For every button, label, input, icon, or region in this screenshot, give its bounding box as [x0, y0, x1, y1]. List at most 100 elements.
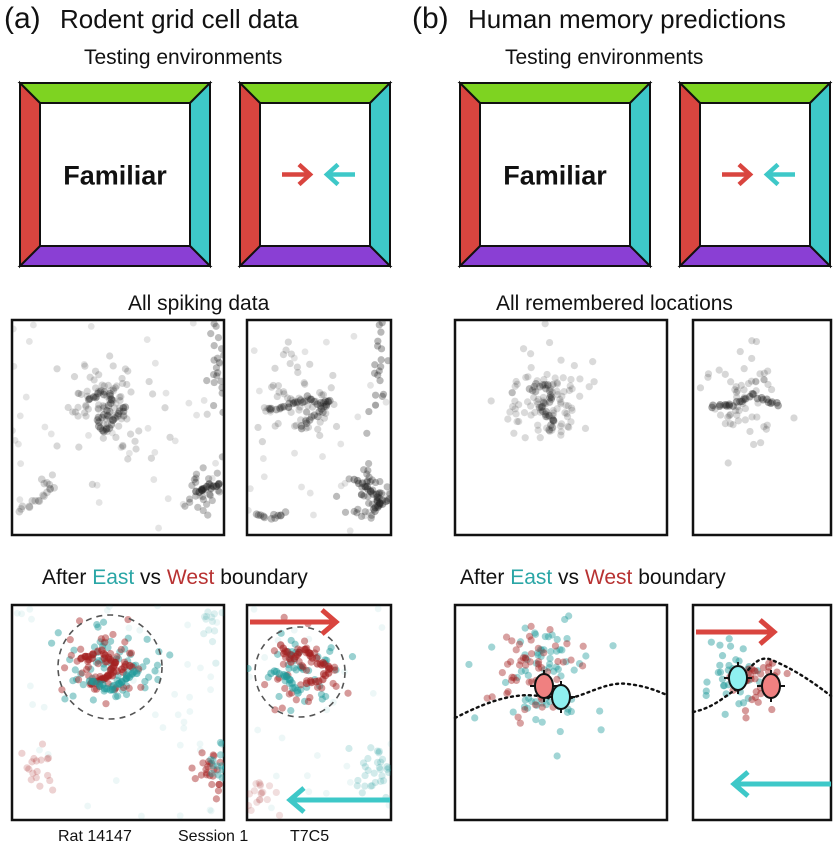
dot [319, 453, 326, 460]
dot [534, 657, 543, 666]
dot [718, 652, 727, 660]
dot [575, 659, 584, 668]
dot [261, 654, 269, 661]
dot [541, 410, 550, 419]
dot [720, 682, 728, 690]
dot [757, 394, 766, 402]
dot [17, 460, 25, 468]
dot [99, 390, 108, 399]
dot [268, 383, 276, 391]
dot [506, 408, 514, 416]
dot [292, 696, 300, 704]
dot [321, 397, 330, 405]
dot [367, 744, 375, 752]
dot [306, 360, 314, 368]
dot [471, 714, 479, 722]
dot [719, 401, 727, 409]
dot [67, 651, 75, 659]
dot [540, 649, 548, 657]
dot [350, 507, 358, 516]
dot [521, 434, 529, 442]
dot [567, 656, 575, 664]
scatter-points [12, 320, 224, 532]
dot [378, 624, 386, 631]
dot [542, 384, 550, 393]
dot [337, 440, 345, 448]
dot [208, 769, 216, 778]
dot [726, 410, 735, 419]
dot [513, 673, 522, 682]
dot [95, 499, 103, 506]
dot [549, 380, 557, 388]
dot [314, 425, 322, 433]
dot [725, 411, 733, 420]
dot [364, 466, 372, 475]
dot [520, 409, 529, 417]
dot [69, 692, 77, 700]
dot [377, 363, 385, 371]
dot [206, 490, 214, 498]
dot [300, 397, 309, 406]
dot [115, 407, 124, 415]
dot [503, 660, 512, 668]
dot [256, 780, 264, 788]
dot [585, 383, 593, 391]
dot [116, 397, 124, 405]
dot [764, 367, 772, 375]
dot [274, 382, 282, 390]
dot [206, 491, 214, 499]
dot [341, 668, 348, 676]
dot [287, 408, 295, 416]
dot [748, 665, 756, 673]
dot [295, 406, 303, 414]
dot [367, 782, 375, 790]
dot [549, 411, 557, 420]
dot [368, 782, 376, 790]
dot [121, 645, 129, 653]
dot [502, 633, 511, 641]
east-arrow-head [763, 162, 780, 187]
dot [105, 395, 113, 404]
dot [96, 388, 105, 396]
dot [115, 404, 124, 412]
dot [23, 764, 31, 772]
dot [202, 771, 211, 779]
dot [74, 389, 82, 397]
dot [210, 627, 219, 635]
dot [512, 410, 520, 418]
dot [118, 374, 126, 383]
dot [353, 782, 361, 790]
dot [751, 693, 760, 701]
dot [527, 363, 535, 372]
west-word: West [166, 566, 215, 589]
dot [282, 346, 290, 354]
dot [373, 747, 382, 755]
dot [736, 347, 744, 356]
dot [31, 497, 40, 505]
dot [206, 760, 214, 768]
dot [729, 402, 737, 410]
dot [704, 373, 712, 381]
dot [553, 675, 561, 684]
dot [106, 605, 113, 610]
dot [751, 675, 759, 683]
dot [199, 759, 207, 767]
dot [276, 404, 284, 412]
grid-field-circle [254, 626, 346, 718]
dot [487, 397, 495, 405]
dot [124, 615, 132, 624]
dot [72, 675, 81, 684]
dot [254, 511, 263, 519]
dot [209, 772, 217, 780]
dot [40, 703, 48, 711]
dot [375, 749, 383, 757]
dot [549, 409, 558, 417]
dot [696, 384, 705, 392]
dot [298, 662, 306, 670]
dot [537, 664, 546, 672]
dot [768, 398, 776, 406]
dot [724, 413, 732, 421]
dot [208, 613, 216, 621]
dot [127, 388, 135, 396]
dot [307, 413, 316, 421]
